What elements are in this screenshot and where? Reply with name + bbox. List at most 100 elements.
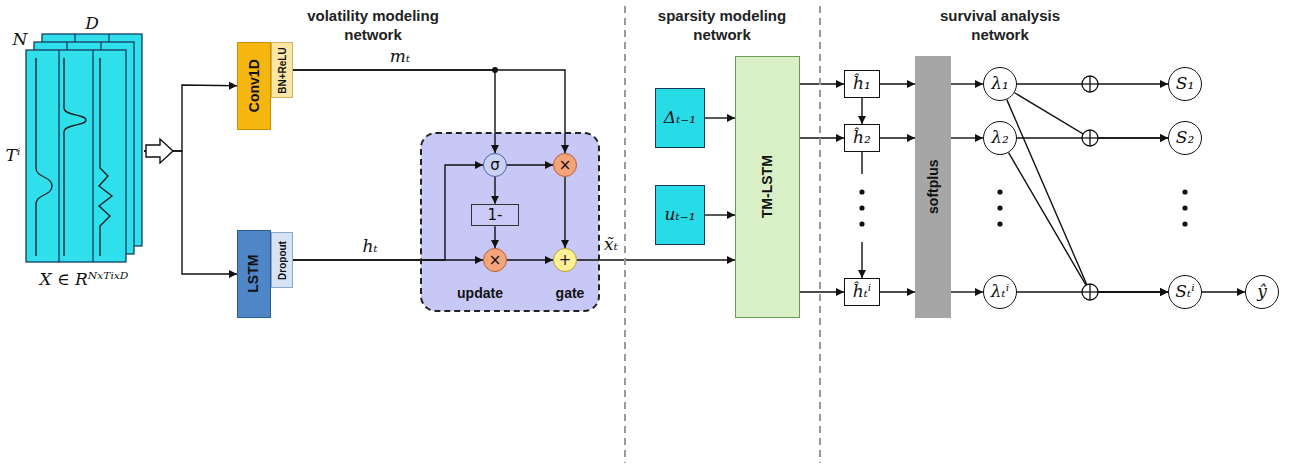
node-label: σ bbox=[490, 157, 500, 174]
input-box: uₜ₋₁ bbox=[655, 185, 705, 245]
section-title: survival analysis network bbox=[910, 6, 1090, 44]
ellipsis-dot bbox=[1182, 221, 1187, 226]
connector-arrow bbox=[705, 214, 735, 215]
node-label: Sₜⁱ bbox=[1175, 282, 1194, 302]
update-gate-region: update gate σ × 1- × + bbox=[420, 132, 600, 312]
sum-cross bbox=[1089, 284, 1090, 300]
connector-arrow bbox=[951, 291, 983, 292]
connector-arrow bbox=[507, 259, 553, 260]
input-tensor: NDTⁱX ∈ Rᴺˣᵀⁱˣᴰ bbox=[4, 10, 144, 292]
connector-arrow bbox=[1017, 137, 1168, 138]
connector-group bbox=[144, 70, 1245, 292]
hidden-state-box: ĥ₂ bbox=[844, 124, 880, 152]
sum-symbol bbox=[1082, 76, 1098, 92]
sum-symbol bbox=[1082, 130, 1098, 146]
sum-symbol bbox=[1082, 284, 1098, 300]
lstm-box: LSTM bbox=[237, 230, 271, 318]
node-label: Dropout bbox=[277, 241, 288, 280]
sum-cross bbox=[1089, 76, 1090, 92]
hazard-node: λ₂ bbox=[983, 121, 1017, 155]
sum-circle bbox=[1082, 130, 1098, 146]
ellipsis-dot bbox=[1182, 189, 1187, 194]
connector-arrow bbox=[800, 83, 844, 84]
panel-divider bbox=[58, 50, 59, 262]
node-label: λ₁ bbox=[991, 74, 1009, 94]
connector-arrow bbox=[293, 70, 565, 153]
signal-label: mₜ bbox=[390, 47, 410, 67]
hidden-state-box: ĥ₁ bbox=[844, 70, 880, 98]
softplus-box: softplus bbox=[915, 56, 951, 318]
connector-arrow bbox=[144, 85, 237, 151]
section-divider bbox=[624, 6, 626, 463]
ellipsis-dot bbox=[859, 189, 864, 194]
series-curve bbox=[99, 58, 112, 256]
hollow-arrow bbox=[146, 139, 173, 163]
survival-node: S₁ bbox=[1168, 67, 1202, 101]
axis-label: Tⁱ bbox=[6, 146, 21, 166]
connector-arrow bbox=[564, 177, 565, 248]
multiply-op: × bbox=[483, 248, 507, 272]
connector-arrow bbox=[951, 137, 983, 138]
node-label: LSTM bbox=[246, 255, 261, 293]
section-title: volatility modeling network bbox=[278, 6, 468, 44]
panel-divider bbox=[92, 50, 93, 262]
series-curves bbox=[36, 58, 112, 256]
connector-arrow bbox=[800, 291, 844, 292]
sigmoid-op: σ bbox=[483, 153, 507, 177]
connector-arrow bbox=[800, 137, 844, 138]
sum-symbols bbox=[1082, 76, 1098, 300]
node-label: uₜ₋₁ bbox=[665, 205, 696, 225]
node-label: ĥ₂ bbox=[853, 128, 871, 148]
node-label: × bbox=[559, 157, 572, 174]
connector-arrow bbox=[861, 152, 862, 278]
hidden-state-box: ĥₜⁱ bbox=[844, 278, 880, 306]
axis-label: D bbox=[85, 14, 99, 34]
connector-arrow bbox=[1017, 291, 1168, 292]
connector-arrow bbox=[494, 226, 495, 248]
axis-label: X ∈ Rᴺˣᵀⁱˣᴰ bbox=[40, 270, 129, 290]
connector-arrow bbox=[880, 83, 915, 84]
connector-arrow bbox=[705, 117, 735, 118]
prediction-node: ŷ bbox=[1245, 275, 1279, 309]
connector-arrow bbox=[861, 98, 862, 124]
gate-label: gate bbox=[556, 286, 585, 301]
signal-label: x̃ₜ bbox=[604, 235, 618, 255]
node-label: 1- bbox=[488, 207, 503, 224]
multiply-op: × bbox=[553, 153, 577, 177]
survival-node: Sₜⁱ bbox=[1168, 275, 1202, 309]
node-label: softplus bbox=[925, 160, 940, 214]
section-title: sparsity modeling network bbox=[632, 6, 812, 44]
node-label: ŷ bbox=[1257, 282, 1267, 302]
connector-arrow bbox=[144, 151, 237, 274]
bn-relu-box: BN+ReLU bbox=[271, 42, 293, 98]
ellipsis-dot bbox=[859, 221, 864, 226]
connector-arrow bbox=[1202, 291, 1245, 292]
node-label: Δₜ₋₁ bbox=[664, 108, 696, 128]
connector-arrow bbox=[507, 164, 553, 165]
hazard-node: λ₁ bbox=[983, 67, 1017, 101]
region-fill bbox=[421, 133, 599, 311]
tensor-stack bbox=[26, 34, 142, 262]
conv1d-box: Conv1D bbox=[237, 42, 271, 130]
node-label: λₜⁱ bbox=[991, 282, 1009, 302]
ellipsis-dot bbox=[997, 189, 1002, 194]
node-label: + bbox=[559, 252, 572, 269]
survival-node: S₂ bbox=[1168, 121, 1202, 155]
node-label: BN+ReLU bbox=[277, 47, 288, 93]
connector-arrow bbox=[880, 137, 915, 138]
connector-arrow bbox=[1009, 153, 1168, 292]
connector-arrow bbox=[951, 83, 983, 84]
ellipsis-dots bbox=[859, 189, 1187, 226]
gate-label: update bbox=[457, 286, 503, 301]
connector-arrow bbox=[293, 70, 495, 153]
node-label: S₂ bbox=[1176, 128, 1194, 148]
node-label: ĥ₁ bbox=[853, 74, 871, 94]
connector-arrow bbox=[577, 259, 735, 260]
ellipsis-dot bbox=[997, 221, 1002, 226]
sum-circle bbox=[1082, 76, 1098, 92]
ellipsis-dot bbox=[997, 205, 1002, 210]
ellipsis-dot bbox=[859, 205, 864, 210]
